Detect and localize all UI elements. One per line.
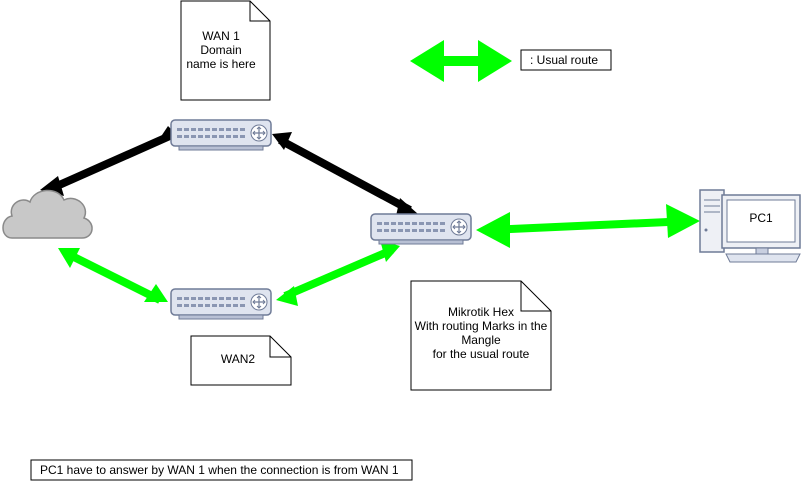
router-icon-hex bbox=[370, 213, 472, 245]
note-hex-line-3: Mangle bbox=[461, 333, 501, 347]
link-wan2-hex bbox=[276, 240, 400, 306]
pc1-label: PC1 bbox=[749, 211, 773, 225]
footer-text: PC1 have to answer by WAN 1 when the con… bbox=[40, 463, 399, 477]
router-icon-wan1 bbox=[170, 119, 272, 151]
cloud-icon bbox=[2, 189, 93, 239]
note-wan1-line-1: WAN 1 bbox=[202, 29, 240, 43]
note-wan1-line-2: Domain bbox=[200, 43, 241, 57]
legend-box bbox=[520, 49, 612, 71]
legend-arrow bbox=[410, 40, 512, 82]
link-wan1-hex bbox=[272, 132, 418, 216]
legend: : Usual route bbox=[410, 40, 612, 82]
link-cloud-wan2 bbox=[58, 248, 168, 304]
note-hex-line-4: for the usual route bbox=[433, 347, 530, 361]
note-hex-line-2: With routing Marks in the bbox=[415, 319, 548, 333]
note-wan1: WAN 1 Domain name is here bbox=[180, 0, 271, 101]
desktop-computer-icon bbox=[699, 189, 801, 263]
note-wan2-label: WAN2 bbox=[221, 352, 256, 366]
legend-label: : Usual route bbox=[530, 53, 598, 67]
note-wan1-line-3: name is here bbox=[186, 57, 256, 71]
link-hex-pc1 bbox=[476, 204, 700, 248]
note-wan2: WAN2 bbox=[190, 335, 292, 386]
router-icon-wan2 bbox=[170, 288, 272, 320]
note-hex: Mikrotik Hex With routing Marks in the M… bbox=[410, 280, 552, 391]
link-cloud-wan1 bbox=[40, 126, 180, 196]
note-hex-line-1: Mikrotik Hex bbox=[448, 305, 514, 319]
footer-note: PC1 have to answer by WAN 1 when the con… bbox=[30, 459, 413, 481]
